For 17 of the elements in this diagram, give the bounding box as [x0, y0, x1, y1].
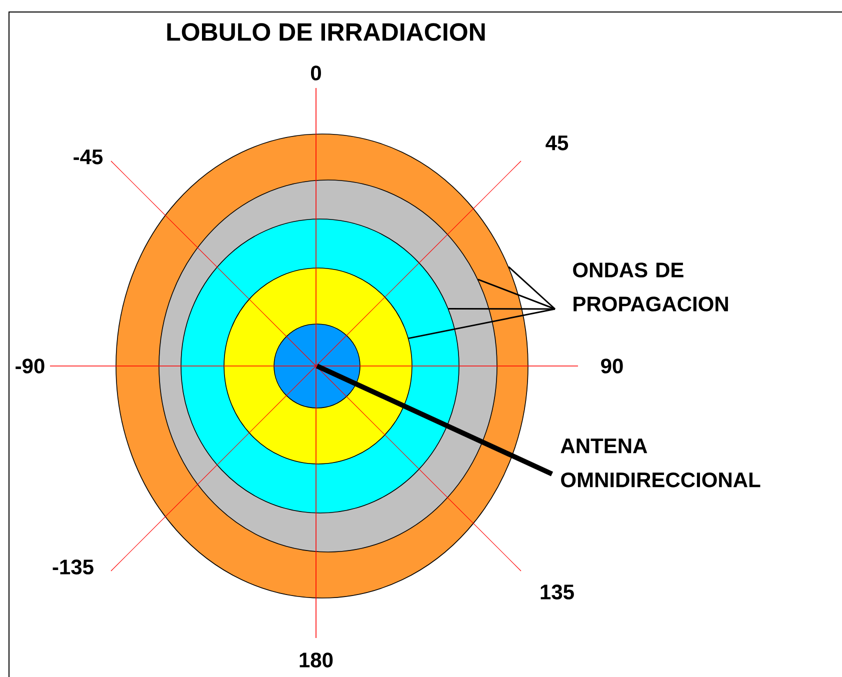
- callout-text: ANTENA OMNIDIRECCIONAL: [560, 438, 760, 488]
- angle-label: -135: [52, 560, 94, 574]
- angle-label: 90: [601, 358, 623, 374]
- leader-line: [408, 308, 556, 340]
- leader-line: [508, 266, 556, 310]
- title: LOBULO DE IRRADIACION: [167, 23, 485, 41]
- angle-label: 45: [546, 136, 568, 150]
- leader-line: [448, 308, 555, 310]
- leader-line: [316, 364, 554, 476]
- leader-line: [478, 278, 556, 310]
- angle-label: -90: [16, 358, 44, 374]
- angle-label: 0: [311, 66, 321, 80]
- angle-label: -45: [74, 150, 103, 164]
- angle-label: 135: [540, 584, 574, 600]
- callout-text: ONDAS DE PROPAGACION: [573, 262, 728, 312]
- angle-label: 180: [300, 652, 333, 668]
- ring: [274, 324, 360, 408]
